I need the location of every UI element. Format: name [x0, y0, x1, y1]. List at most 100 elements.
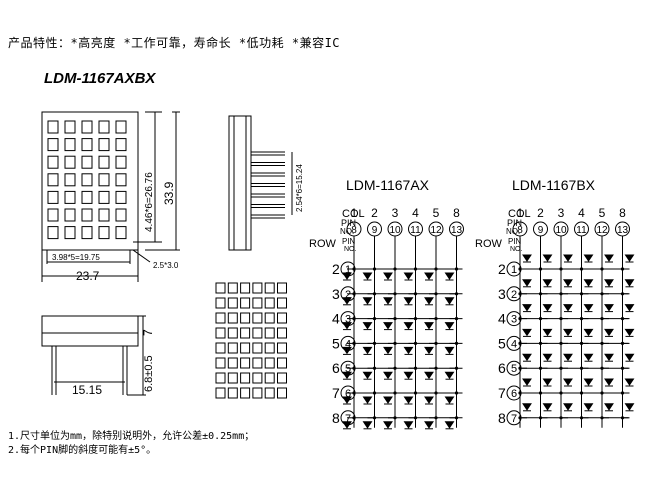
dot-size-label: 2.5*3.0	[153, 261, 179, 270]
led-diode	[403, 396, 414, 404]
led-dot	[98, 138, 110, 152]
led-dot	[277, 312, 287, 324]
junction-dot	[393, 267, 397, 271]
no-label: NO.	[344, 246, 357, 253]
led-dot	[252, 372, 263, 384]
led-diode	[444, 371, 455, 380]
led-diode	[604, 328, 614, 337]
led-dot	[264, 342, 275, 354]
row-pin-number: 2	[345, 289, 351, 301]
junction-dot	[538, 341, 543, 345]
junction-dot	[372, 416, 377, 420]
junction-dot	[434, 366, 438, 370]
junction-dot	[559, 317, 563, 321]
junction-dot	[434, 341, 438, 345]
junction-dot	[413, 341, 418, 345]
led-diode	[403, 297, 414, 305]
row-number: 7	[498, 385, 506, 401]
junction-dot	[620, 416, 625, 420]
led-dot	[64, 155, 76, 169]
row-pin-number: 4	[345, 338, 351, 350]
junction-dot	[600, 317, 604, 321]
led-dot	[47, 155, 59, 169]
junction-dot	[393, 341, 397, 345]
led-diode	[444, 297, 455, 305]
led-diode	[624, 279, 635, 287]
led-dot	[240, 342, 251, 354]
junction-dot	[518, 416, 522, 420]
junction-dot	[413, 267, 418, 271]
led-diode	[604, 304, 614, 312]
junction-dot	[352, 391, 356, 395]
led-dot	[227, 297, 238, 309]
led-diode	[583, 328, 594, 337]
pin-label: PIN	[508, 237, 522, 246]
led-dot	[252, 342, 263, 354]
junction-dot	[538, 416, 543, 420]
col-number: 3	[392, 206, 399, 220]
junction-dot	[600, 267, 604, 271]
junction-dot	[518, 391, 522, 395]
junction-dot	[413, 366, 418, 370]
junction-dot	[372, 292, 377, 296]
row-number: 8	[498, 410, 506, 426]
pin-pitch-label: 2.54*6=15.24	[295, 164, 304, 212]
led-dot	[264, 312, 275, 324]
col-pin-number: 10	[555, 225, 567, 236]
row-number: 4	[498, 311, 506, 327]
led-dot	[227, 357, 238, 369]
led-diode	[583, 353, 594, 362]
led-diode	[424, 346, 434, 355]
led-diode	[383, 396, 393, 404]
led-dot	[252, 312, 263, 324]
junction-dot	[579, 292, 584, 296]
led-dot	[115, 138, 127, 152]
led-dot	[115, 190, 127, 204]
col-pin-number: 13	[617, 225, 629, 236]
led-dot	[47, 208, 59, 222]
led-diode	[624, 328, 635, 337]
led-dot	[98, 173, 110, 187]
led-diode	[604, 279, 614, 287]
col-number: 2	[537, 206, 544, 220]
dimension-labels: 3.98*5=19.75 23.7 2.5*3.0 4.46*6=26.76 3…	[52, 164, 304, 397]
col-pin-number: 10	[389, 225, 401, 236]
junction-dot	[538, 292, 543, 296]
led-dot	[277, 282, 287, 294]
led-diode	[424, 421, 434, 429]
led-diode	[383, 297, 393, 305]
row-pin-number: 6	[345, 388, 351, 400]
led-dot	[264, 282, 275, 294]
junction-dot	[559, 416, 563, 420]
led-dot	[81, 155, 93, 169]
led-dot	[252, 357, 263, 369]
led-dot	[47, 190, 59, 204]
led-diode	[403, 272, 414, 280]
led-diode	[604, 378, 614, 386]
led-diode	[563, 279, 573, 287]
pin-label: PIN	[507, 218, 522, 228]
junction-dot	[620, 292, 625, 296]
led-dot	[215, 357, 226, 369]
junction-dot	[372, 366, 377, 370]
col-pin-number: 13	[451, 225, 463, 236]
led-diode	[522, 254, 532, 262]
led-diode	[424, 272, 434, 280]
led-dot	[227, 342, 238, 354]
junction-dot	[454, 292, 459, 296]
led-dot	[264, 372, 275, 384]
row-number: 5	[498, 335, 506, 351]
led-dot	[264, 387, 275, 399]
junction-dot	[454, 341, 459, 345]
led-diode	[362, 396, 373, 404]
col-number: 1	[351, 206, 358, 220]
led-dot	[115, 208, 127, 222]
junction-dot	[352, 366, 356, 370]
junction-dot	[393, 366, 397, 370]
led-dot	[252, 282, 263, 294]
pin-label: PIN	[342, 237, 356, 246]
col-number: 5	[599, 206, 606, 220]
led-dot	[98, 155, 110, 169]
col-pin-number: 8	[351, 225, 357, 236]
